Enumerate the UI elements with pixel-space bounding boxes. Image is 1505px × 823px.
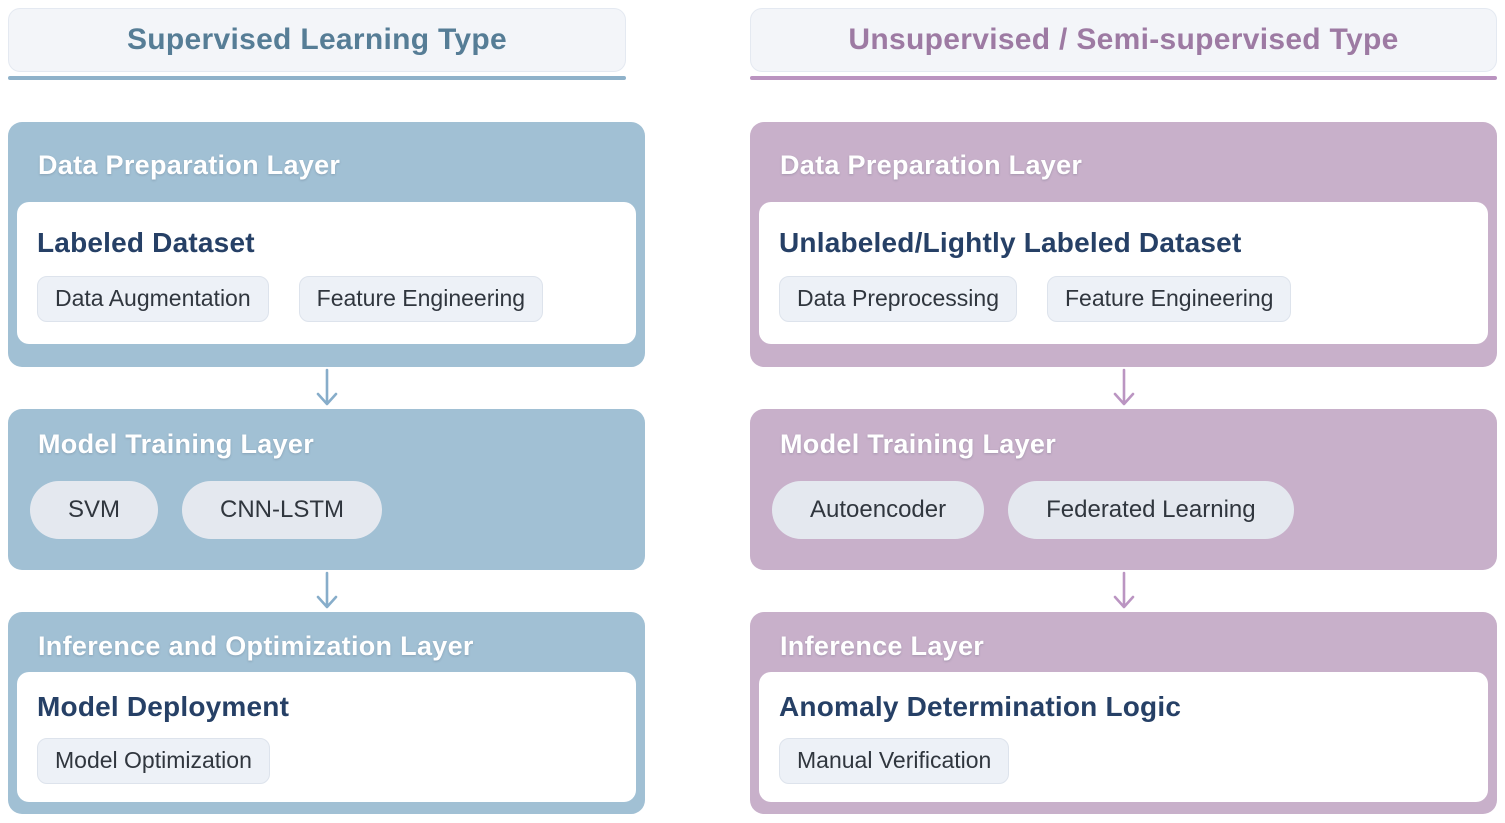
- unsupervised-header: Unsupervised / Semi-supervised Type: [750, 8, 1497, 80]
- unsupervised-inference-layer: Inference Layer Anomaly Determination Lo…: [750, 612, 1497, 814]
- pill-row: Autoencoder Federated Learning: [750, 481, 1497, 539]
- pill: Autoencoder: [772, 481, 985, 539]
- pill: CNN-LSTM: [182, 481, 383, 539]
- unsupervised-model-training-layer: Model Training Layer Autoencoder Federat…: [750, 409, 1497, 570]
- layer-title: Model Training Layer: [38, 429, 315, 459]
- flow-arrow: [750, 367, 1497, 409]
- chip-row: Model Optimization: [37, 738, 616, 784]
- data-preparation-card: Labeled Dataset Data Augmentation Featur…: [17, 202, 636, 344]
- flow-arrow: [8, 570, 645, 612]
- column-supervised: Supervised Learning Type Data Preparatio…: [8, 8, 645, 814]
- chip: Feature Engineering: [298, 276, 544, 322]
- layer-title: Inference Layer: [780, 631, 985, 661]
- unsupervised-data-preparation-layer: Data Preparation Layer Unlabeled/Lightly…: [750, 122, 1497, 367]
- card-heading: Unlabeled/Lightly Labeled Dataset: [779, 227, 1242, 258]
- supervised-model-training-layer: Model Training Layer SVM CNN-LSTM: [8, 409, 645, 570]
- arrow-down-icon: [316, 571, 337, 609]
- data-preparation-card: Unlabeled/Lightly Labeled Dataset Data P…: [759, 202, 1488, 344]
- pill: Federated Learning: [1008, 481, 1294, 539]
- supervised-header-label: Supervised Learning Type: [126, 23, 508, 56]
- chip: Data Preprocessing: [779, 276, 1017, 322]
- inference-card: Model Deployment Model Optimization: [17, 672, 636, 802]
- card-heading: Labeled Dataset: [37, 227, 255, 258]
- unsupervised-header-label: Unsupervised / Semi-supervised Type: [848, 23, 1399, 56]
- layer-title: Data Preparation Layer: [780, 150, 1083, 180]
- chip: Manual Verification: [779, 738, 1010, 784]
- supervised-header-box: Supervised Learning Type: [8, 8, 626, 72]
- arrow-down-icon: [1113, 571, 1134, 609]
- chip-row: Data Preprocessing Feature Engineering: [779, 276, 1468, 322]
- supervised-header: Supervised Learning Type: [8, 8, 645, 80]
- supervised-data-preparation-layer: Data Preparation Layer Labeled Dataset D…: [8, 122, 645, 367]
- chip: Model Optimization: [37, 738, 270, 784]
- inference-card: Anomaly Determination Logic Manual Verif…: [759, 672, 1488, 802]
- arrow-down-icon: [316, 368, 337, 406]
- chip-row: Data Augmentation Feature Engineering: [37, 276, 616, 322]
- ml-architecture-diagram: Supervised Learning Type Data Preparatio…: [8, 8, 1497, 814]
- layer-title: Inference and Optimization Layer: [38, 631, 474, 661]
- chip-row: Manual Verification: [779, 738, 1468, 784]
- chip: Feature Engineering: [1047, 276, 1292, 322]
- chip: Data Augmentation: [37, 276, 269, 322]
- card-heading: Model Deployment: [37, 691, 290, 722]
- layer-title: Data Preparation Layer: [38, 150, 341, 180]
- layer-title: Model Training Layer: [780, 429, 1057, 459]
- flow-arrow: [8, 367, 645, 409]
- pill: SVM: [30, 481, 159, 539]
- unsupervised-header-underline: [750, 76, 1497, 80]
- card-heading: Anomaly Determination Logic: [779, 691, 1182, 722]
- column-unsupervised: Unsupervised / Semi-supervised Type Data…: [750, 8, 1497, 814]
- supervised-header-underline: [8, 76, 626, 80]
- pill-row: SVM CNN-LSTM: [8, 481, 645, 539]
- flow-arrow: [750, 570, 1497, 612]
- arrow-down-icon: [1113, 368, 1134, 406]
- supervised-inference-layer: Inference and Optimization Layer Model D…: [8, 612, 645, 814]
- unsupervised-header-box: Unsupervised / Semi-supervised Type: [750, 8, 1497, 72]
